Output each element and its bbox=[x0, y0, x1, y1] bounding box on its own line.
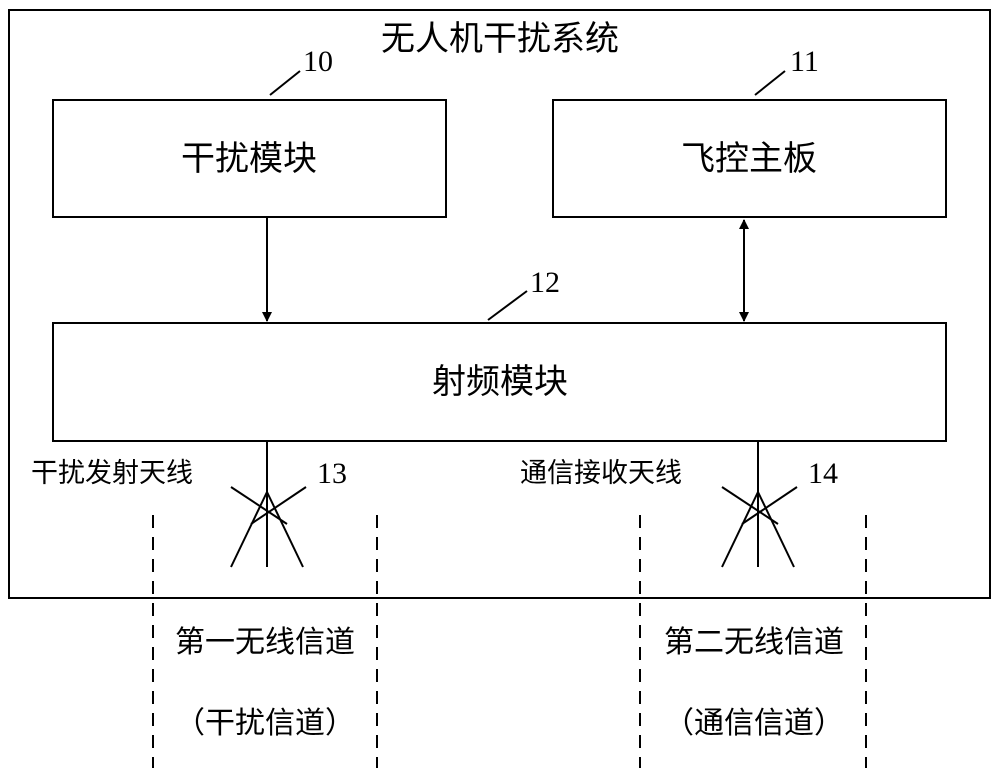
receive-antenna-ref: 14 bbox=[808, 457, 838, 490]
flight-control-leader bbox=[754, 70, 786, 96]
second-channel-name: 第二无线信道 bbox=[664, 625, 844, 660]
receive-antenna-label: 通信接收天线 bbox=[520, 458, 682, 489]
interference-module-box bbox=[52, 99, 447, 218]
rf-module-leader bbox=[487, 290, 528, 321]
transmit-antenna-ref: 13 bbox=[317, 457, 347, 490]
rf-module-label: 射频模块 bbox=[432, 362, 568, 402]
transmit-antenna-label: 干扰发射天线 bbox=[31, 458, 193, 489]
flight-control-label: 飞控主板 bbox=[681, 139, 817, 179]
rf-module-ref: 12 bbox=[530, 266, 560, 299]
flight-control-box bbox=[552, 99, 947, 218]
second-channel-desc: （通信信道） bbox=[664, 706, 844, 741]
first-channel-name: 第一无线信道 bbox=[175, 625, 355, 660]
receive-antenna-icon bbox=[721, 441, 798, 568]
interference-module-leader bbox=[269, 70, 301, 96]
interference-module-label: 干扰模块 bbox=[181, 139, 317, 179]
system-title: 无人机干扰系统 bbox=[381, 19, 619, 59]
rf-module-box bbox=[52, 322, 947, 442]
transmit-antenna-icon bbox=[230, 441, 307, 568]
system-frame bbox=[8, 9, 991, 599]
first-channel-desc: （干扰信道） bbox=[175, 706, 355, 741]
flight-control-ref: 11 bbox=[790, 45, 819, 78]
interference-module-ref: 10 bbox=[303, 45, 333, 78]
